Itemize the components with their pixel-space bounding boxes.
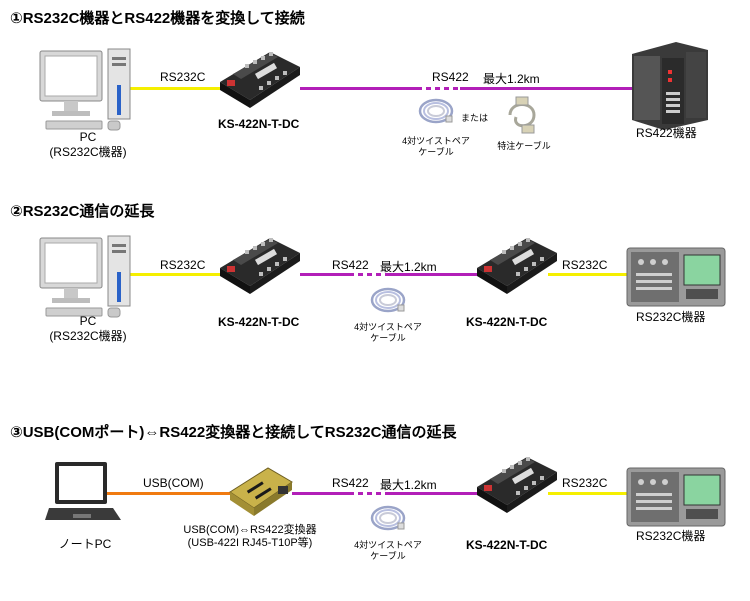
rs422-line [300,273,480,276]
cable-label: 4対ツイストペア ケーブル [396,136,476,158]
pc-label: PC [79,314,97,328]
rs232c-device-icon [626,247,726,307]
rs422-line [300,87,635,90]
twisted-pair-cable-icon [368,503,408,533]
rs232c-line [548,492,636,495]
cable-label: 4対ツイストペア ケーブル [348,540,428,562]
cable-break-marker [354,272,390,276]
custom-cable-label: 特注ケーブル [497,141,551,151]
custom-cable-icon [502,95,542,135]
rs232c-device-icon [626,467,726,527]
rs232c-device-label: RS232C機器 [636,529,706,543]
converter-label: KS-422N-T-DC [466,538,548,552]
usb-converter-label-line-2: (USB-422I RJ45-T10P等) [187,537,313,549]
converter-icon-right [472,228,562,298]
rs232c-line-right [548,273,636,276]
rs422-label: RS422 [332,476,369,490]
rs232c-line-left [112,273,230,276]
pc-icon [38,45,138,135]
converter-label-left: KS-422N-T-DC [218,315,300,329]
usb-converter-label-line-1: USB(COM)⇔RS422変換器 [183,524,317,536]
twisted-pair-cable-icon [416,96,456,126]
cable-label-line-1: 4対ツイストペア [354,540,422,550]
max-distance-label: 最大1.2km [483,72,540,86]
rs232c-label-left: RS232C [160,258,206,272]
converter-icon [472,447,562,517]
cable-label-line-1: 4対ツイストペア [354,322,422,332]
section-1-title: ①RS232C機器とRS422機器を変換して接続 [10,10,305,27]
laptop-label: ノートPC [58,537,112,551]
cable-label-line-1: 4対ツイストペア [402,136,470,146]
usb-line [100,492,238,495]
usb-rs422-converter-icon [226,462,296,522]
laptop-icon [45,460,125,530]
cable-label-line-2: ケーブル [370,551,406,561]
rs422-device-icon [630,40,710,130]
max-distance-label: 最大1.2km [380,260,437,274]
converter-label-right: KS-422N-T-DC [466,315,548,329]
max-distance-label: 最大1.2km [380,478,437,492]
pc-label: PC [79,130,97,144]
twisted-pair-cable-icon [368,285,408,315]
converter-icon [215,42,305,112]
rs232c-device-label: RS232C機器 [636,310,706,324]
cable-label: 4対ツイストペア ケーブル [348,322,428,344]
rs232c-label: RS232C [562,476,608,490]
section-2-title: ②RS232C通信の延長 [10,203,155,220]
or-label: または [461,113,489,123]
rs422-label: RS422 [332,258,369,272]
section-3-title: ③USB(COMポート)⇔RS422変換器と接続してRS232C通信の延長 [10,424,457,441]
cable-label-line-2: ケーブル [370,333,406,343]
rs232c-label-right: RS232C [562,258,608,272]
usb-converter-label: USB(COM)⇔RS422変換器 (USB-422I RJ45-T10P等) [170,524,330,550]
cable-break-marker [354,491,390,495]
cable-break-marker [422,86,460,90]
converter-label: KS-422N-T-DC [218,117,300,131]
rs422-device-label: RS422機器 [636,126,697,140]
pc-sublabel: (RS232C機器) [49,329,127,343]
cable-label-line-2: ケーブル [418,147,454,157]
rs232c-label: RS232C [160,70,206,84]
usb-label: USB(COM) [143,476,204,490]
rs422-label: RS422 [432,70,469,84]
rs232c-line [112,87,230,90]
pc-sublabel: (RS232C機器) [49,145,127,159]
converter-icon-left [215,228,305,298]
pc-icon [38,232,138,322]
